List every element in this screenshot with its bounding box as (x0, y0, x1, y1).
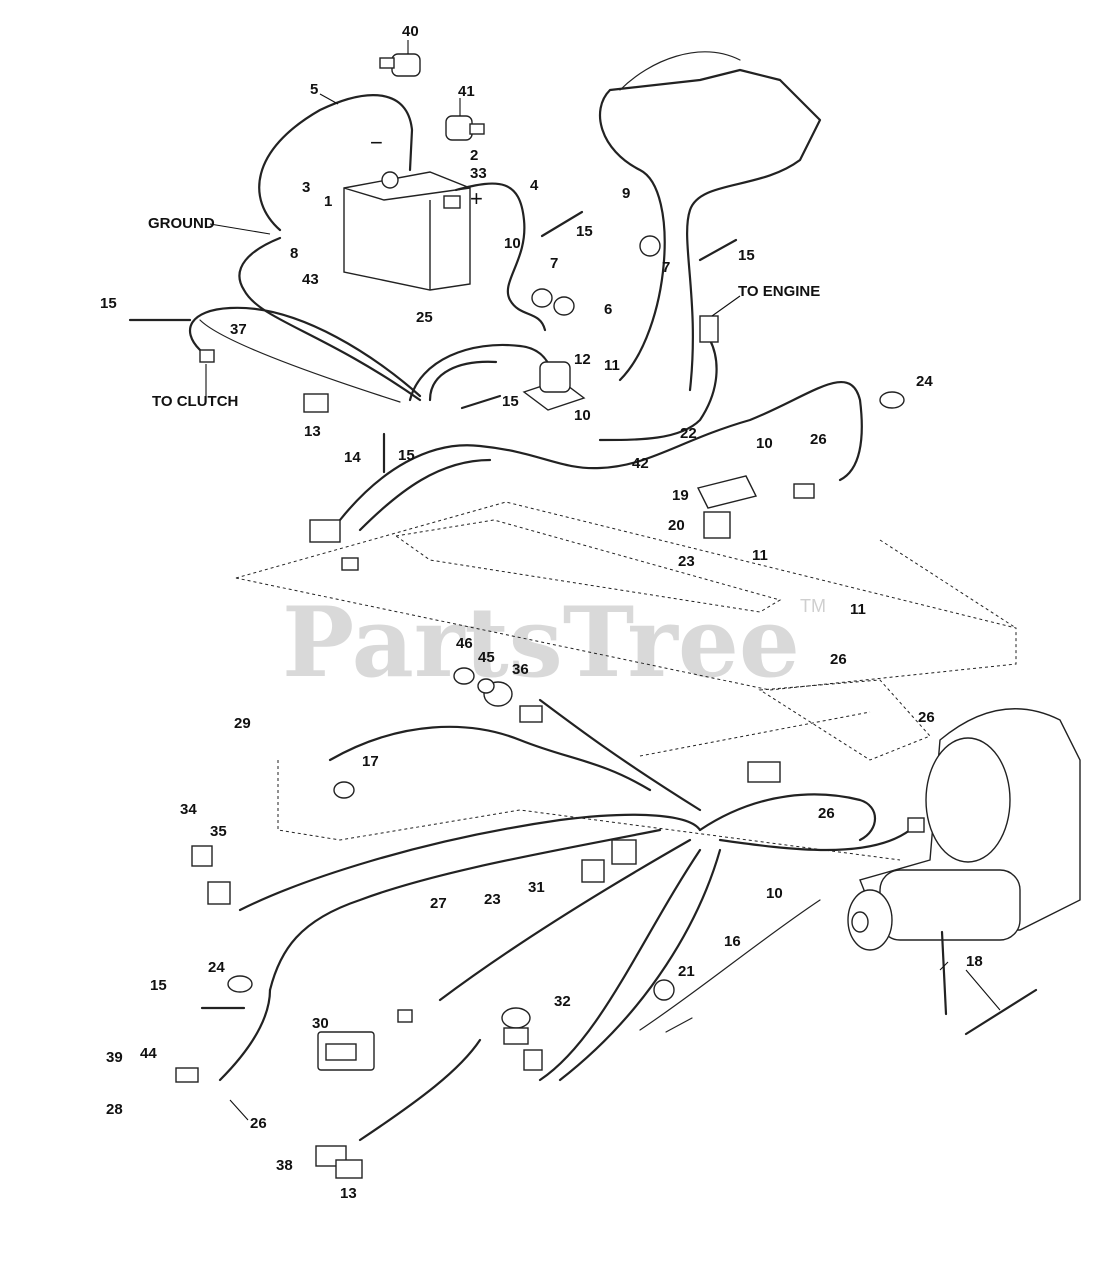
callout-33: 33 (470, 165, 487, 182)
callout-9: 9 (622, 185, 630, 202)
callout-26-d: 26 (818, 805, 835, 822)
callout-38: 38 (276, 1157, 293, 1174)
callout-44: 44 (140, 1045, 157, 1062)
relay-20 (703, 511, 731, 539)
engine-outline (847, 708, 1081, 951)
callout-25: 25 (416, 309, 433, 326)
bracket-19 (696, 475, 758, 509)
callout-16: 16 (724, 933, 741, 950)
callout-26-e: 26 (250, 1115, 267, 1132)
ground-label: GROUND (148, 215, 215, 232)
callout-24-a: 24 (916, 373, 933, 390)
callout-14: 14 (344, 449, 361, 466)
callout-15-d: 15 (502, 393, 519, 410)
negative-symbol: − (370, 130, 383, 155)
callout-6: 6 (604, 301, 612, 318)
callout-15-f: 15 (150, 977, 167, 994)
watermark-text: PartsTree (282, 586, 800, 699)
leader-lines (205, 40, 1001, 1121)
callout-15-e: 15 (398, 447, 415, 464)
callout-11-a: 11 (604, 357, 620, 374)
callout-45: 45 (478, 649, 495, 666)
hour-meter-30 (317, 1031, 375, 1071)
callout-23-b: 23 (484, 891, 501, 908)
callout-4: 4 (530, 177, 539, 194)
callout-2: 2 (470, 147, 478, 164)
connectors (175, 315, 925, 1179)
callout-15-b: 15 (738, 247, 755, 264)
callout-39: 39 (106, 1049, 123, 1066)
reference-outlines (235, 501, 1017, 861)
callout-35: 35 (210, 823, 227, 840)
callout-32: 32 (554, 993, 571, 1010)
callout-24-b: 24 (208, 959, 225, 976)
callout-26-a: 26 (810, 431, 827, 448)
battery (343, 171, 471, 291)
callout-22: 22 (680, 425, 697, 442)
callout-11-b: 11 (752, 547, 768, 564)
callout-40: 40 (402, 23, 419, 40)
callout-41: 41 (458, 83, 475, 100)
callout-21: 21 (678, 963, 695, 980)
callout-17: 17 (362, 753, 379, 770)
callout-12: 12 (574, 351, 591, 368)
solenoid (522, 361, 586, 411)
to-engine-label: TO ENGINE (738, 283, 820, 300)
callout-5: 5 (310, 81, 318, 98)
callout-8: 8 (290, 245, 298, 262)
callout-10-b: 10 (574, 407, 591, 424)
terminal-cover-40 (379, 53, 421, 77)
callout-10-c: 10 (756, 435, 773, 452)
part-callouts: 40 41 5 2 33 4 3 1 9 15 10 8 43 7 7 15 6… (100, 23, 983, 1202)
callout-7-a: 7 (550, 255, 558, 272)
callout-29: 29 (234, 715, 251, 732)
callout-43: 43 (302, 271, 319, 288)
positive-symbol: + (470, 186, 483, 211)
callout-34: 34 (180, 801, 197, 818)
callout-19: 19 (672, 487, 689, 504)
callout-27: 27 (430, 895, 447, 912)
callout-26-c: 26 (918, 709, 935, 726)
callout-20: 20 (668, 517, 685, 534)
callout-10-d: 10 (766, 885, 783, 902)
switch-35 (191, 845, 213, 867)
callout-26-b: 26 (830, 651, 847, 668)
callout-30: 30 (312, 1015, 329, 1032)
callout-1: 1 (324, 193, 332, 210)
callout-28: 28 (106, 1101, 123, 1118)
callout-15-c: 15 (100, 295, 117, 312)
watermark-tm: TM (800, 596, 826, 616)
ignition-switch-32 (501, 1007, 531, 1045)
wiring (189, 51, 912, 1142)
callout-10-a: 10 (504, 235, 521, 252)
callout-36: 36 (512, 661, 529, 678)
terminal-cover-41 (445, 115, 485, 141)
grommets (227, 235, 905, 1001)
callout-18: 18 (966, 953, 983, 970)
to-clutch-label: TO CLUTCH (152, 393, 238, 410)
callout-3: 3 (302, 179, 310, 196)
callout-23-a: 23 (678, 553, 695, 570)
callout-46: 46 (456, 635, 473, 652)
callout-13-a: 13 (304, 423, 321, 440)
callout-31: 31 (528, 879, 545, 896)
cable-ties (128, 210, 1038, 1036)
callout-11-c: 11 (850, 601, 866, 618)
callout-13-b: 13 (340, 1185, 357, 1202)
callout-37: 37 (230, 321, 247, 338)
callout-7-b: 7 (662, 259, 670, 276)
callout-42: 42 (632, 455, 649, 472)
callout-15-a: 15 (576, 223, 593, 240)
